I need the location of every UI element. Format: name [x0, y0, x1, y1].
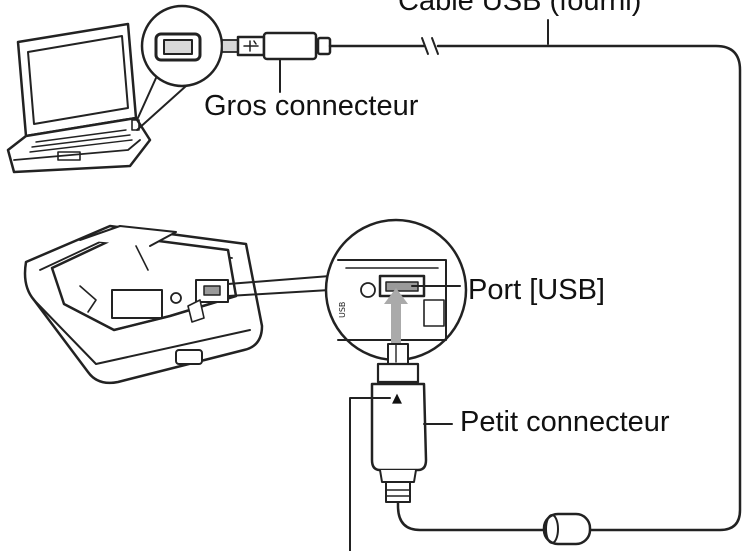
small-connector-label: Petit connecteur	[460, 406, 670, 438]
usb-port-label: Port [USB]	[468, 274, 605, 306]
large-connector-label: Gros connecteur	[204, 90, 419, 122]
magnifier-line-upper	[227, 275, 331, 285]
ferrite-core-icon	[542, 512, 592, 546]
camera-dock-icon	[23, 224, 264, 385]
laptop-icon	[6, 22, 152, 174]
svg-text:USB: USB	[338, 302, 347, 318]
pc-port-zoom-circle	[140, 4, 224, 88]
cable-label: Câble USB (fourni)	[398, 0, 642, 17]
magnifier-line-bottom	[136, 85, 187, 131]
magnifier-line-lower	[227, 289, 331, 297]
camera-port-zoom-circle: USB	[324, 218, 468, 362]
usb-cable	[328, 19, 742, 532]
small-connector-plug	[370, 343, 428, 503]
magnifier-line-top	[136, 77, 157, 121]
large-connector-plug	[221, 31, 332, 61]
orientation-mark-pointer	[349, 397, 391, 551]
orientation-mark-icon: ▲	[392, 391, 402, 406]
